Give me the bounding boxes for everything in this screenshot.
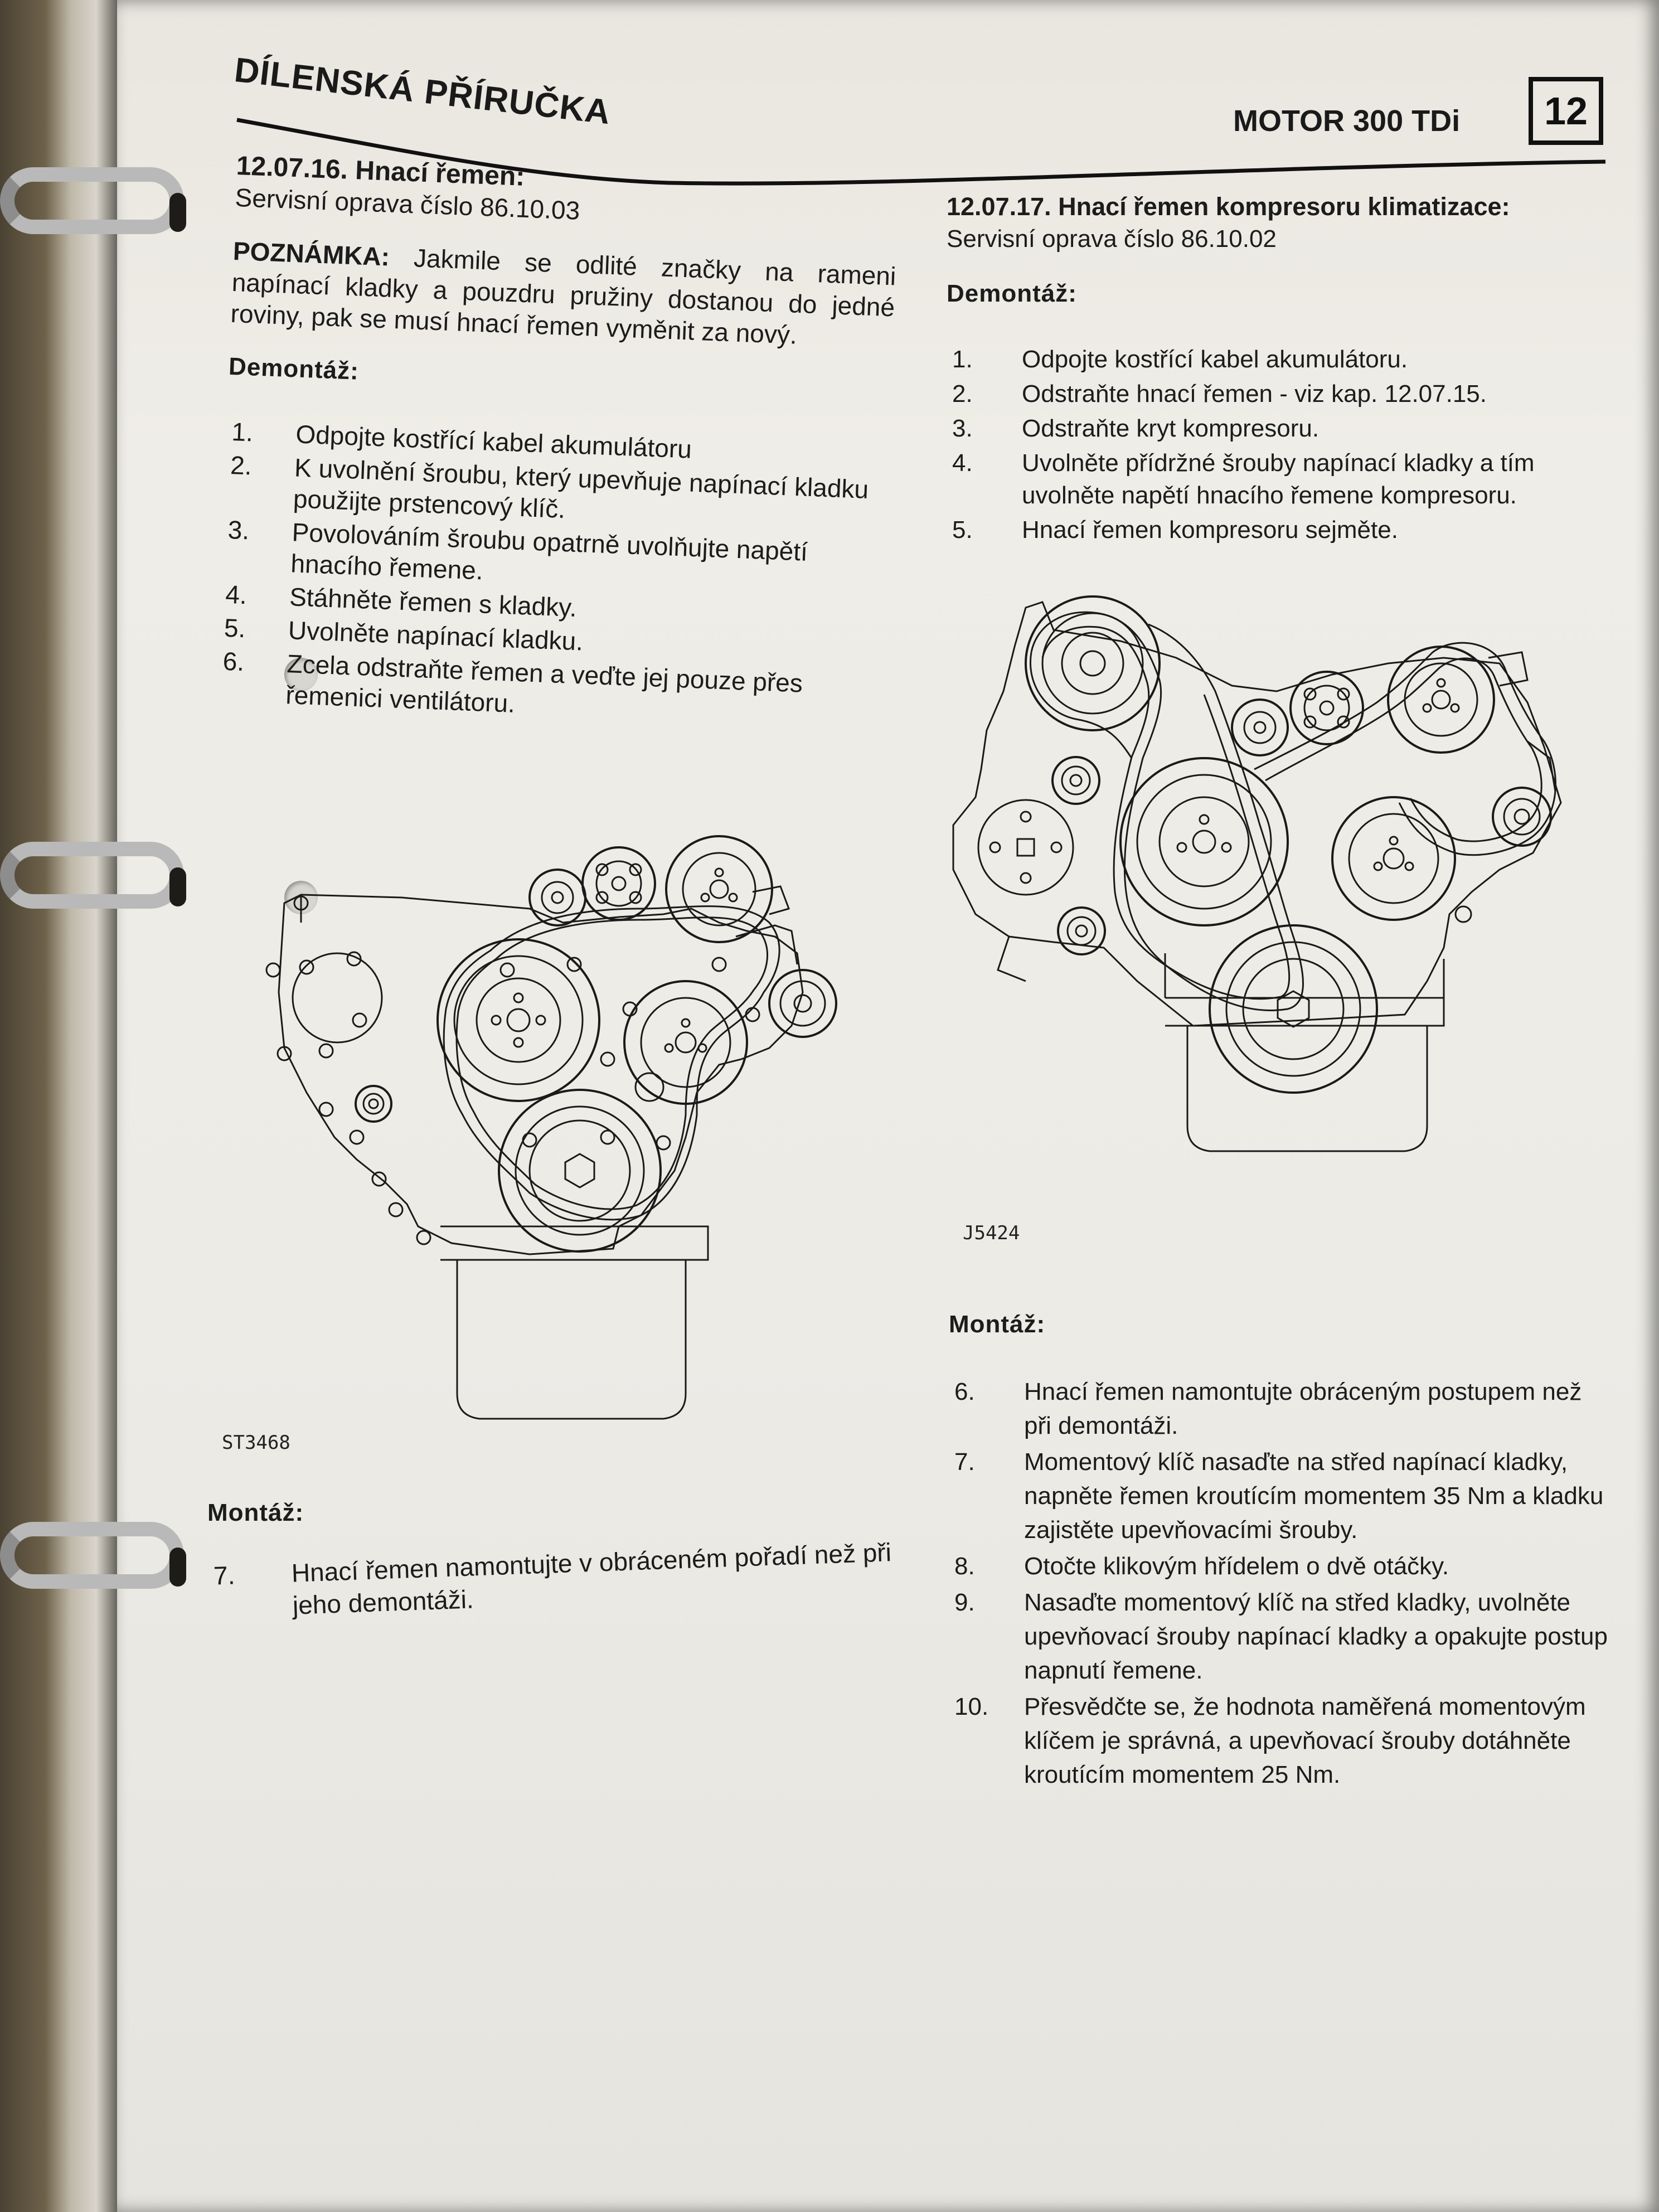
step-number: 9. — [954, 1589, 975, 1616]
step-number: 7. — [954, 1448, 975, 1476]
step-number: 6. — [222, 646, 245, 677]
step-text: Hnací řemen kompresoru sejměte. — [1022, 516, 1398, 544]
step-text: Odstraňte kryt kompresoru. — [1022, 415, 1320, 442]
section-title: 12.07.17. Hnací řemen kompresoru klimati… — [947, 192, 1510, 221]
removal-heading: Demontáž: — [947, 280, 1077, 307]
step-text: Odstraňte hnací řemen - viz kap. 12.07.1… — [1022, 380, 1487, 408]
binder-page-stack — [0, 0, 128, 2212]
step-number: 8. — [954, 1553, 975, 1580]
list-item: 7. Hnací řemen namontujte v obráceném poř… — [207, 1535, 906, 1624]
list-item: 7. Momentový klíč nasaďte na střed napína… — [949, 1445, 1615, 1547]
list-item: 3. Odstraňte kryt kompresoru. — [947, 413, 1616, 445]
install-heading: Montáž: — [207, 1499, 304, 1526]
removal-steps: 1.Odpojte kostřící kabel akumulátoru 2.K… — [216, 416, 890, 733]
chapter-title: MOTOR 300 TDi — [1233, 104, 1461, 138]
binder-ring — [0, 1522, 186, 1589]
engine-belt-diagram-right — [942, 591, 1600, 1249]
step-text: Nasaďte momentový klíč na střed kladky, … — [1024, 1589, 1608, 1684]
figure-label: J5424 — [963, 1222, 1020, 1244]
removal-heading: Demontáž: — [228, 352, 360, 385]
step-text: Uvolněte přídržné šrouby napínací kladky… — [1022, 449, 1535, 509]
step-number: 1. — [952, 346, 973, 373]
binder-ring — [0, 167, 186, 234]
list-item: 8. Otočte klikovým hřídelem o dvě otáčky. — [949, 1549, 1615, 1583]
installation-section-left: Montáž: 7. Hnací řemen namontujte v obrác… — [207, 1497, 904, 1627]
install-steps: 7. Hnací řemen namontujte v obráceném poř… — [207, 1535, 906, 1624]
step-number: 5. — [952, 516, 973, 544]
list-item: 10. Přesvědčte se, že hodnota naměřená mo… — [949, 1690, 1615, 1792]
step-number: 1. — [231, 417, 254, 447]
installation-section-right: Montáž: 6. Hnací řemen namontujte obrácen… — [949, 1296, 1615, 1794]
step-number: 2. — [230, 450, 253, 481]
figure-label: ST3468 — [222, 1432, 290, 1454]
step-text: Momentový klíč nasaďte na střed napínací… — [1024, 1448, 1604, 1544]
step-number: 5. — [224, 613, 246, 643]
step-number: 6. — [954, 1378, 975, 1405]
step-text: Odpojte kostřící kabel akumulátoru. — [1022, 346, 1408, 373]
note: POZNÁMKA: Jakmile se odlité značky na ra… — [230, 235, 897, 355]
removal-steps: 1. Odpojte kostřící kabel akumulátoru. 2.… — [947, 343, 1616, 546]
step-number: 4. — [952, 449, 973, 477]
list-item: 4. Uvolněte přídržné šrouby napínací klad… — [947, 447, 1616, 512]
step-number: 4. — [225, 579, 248, 610]
note-label: POZNÁMKA: — [232, 236, 390, 271]
punch-hole — [284, 658, 318, 691]
step-text: Přesvědčte se, že hodnota naměřená momen… — [1024, 1693, 1586, 1788]
step-number: 3. — [952, 415, 973, 442]
step-text: Hnací řemen namontujte v obráceném pořad… — [291, 1537, 892, 1620]
step-number: 7. — [213, 1560, 236, 1590]
engine-belt-diagram-left — [217, 825, 875, 1444]
service-number: Servisní oprava číslo 86.10.02 — [947, 225, 1277, 253]
step-number: 10. — [954, 1693, 989, 1720]
list-item: 5. Hnací řemen kompresoru sejměte. — [947, 514, 1616, 546]
list-item: 1. Odpojte kostřící kabel akumulátoru. — [947, 343, 1616, 376]
binder-ring — [0, 842, 186, 909]
list-item: 9. Nasaďte momentový klíč na střed kladky… — [949, 1585, 1615, 1687]
install-heading: Montáž: — [949, 1311, 1046, 1338]
list-item: 2. Odstraňte hnací řemen - viz kap. 12.07… — [947, 378, 1616, 410]
manual-page — [117, 0, 1659, 2212]
step-number: 3. — [227, 515, 250, 545]
section-ac-compressor-belt: 12.07.17. Hnací řemen kompresoru klimati… — [947, 191, 1616, 549]
install-steps: 6. Hnací řemen namontujte obráceným postu… — [949, 1375, 1615, 1792]
step-text: Otočte klikovým hřídelem o dvě otáčky. — [1024, 1553, 1449, 1580]
step-number: 2. — [952, 380, 973, 408]
step-text: Hnací řemen namontujte obráceným postupe… — [1024, 1378, 1582, 1439]
list-item: 6. Hnací řemen namontujte obráceným postu… — [949, 1375, 1615, 1443]
chapter-number-badge: 12 — [1529, 77, 1603, 145]
section-drive-belt: 12.07.16. Hnací řemen: Servisní oprava č… — [215, 151, 900, 735]
